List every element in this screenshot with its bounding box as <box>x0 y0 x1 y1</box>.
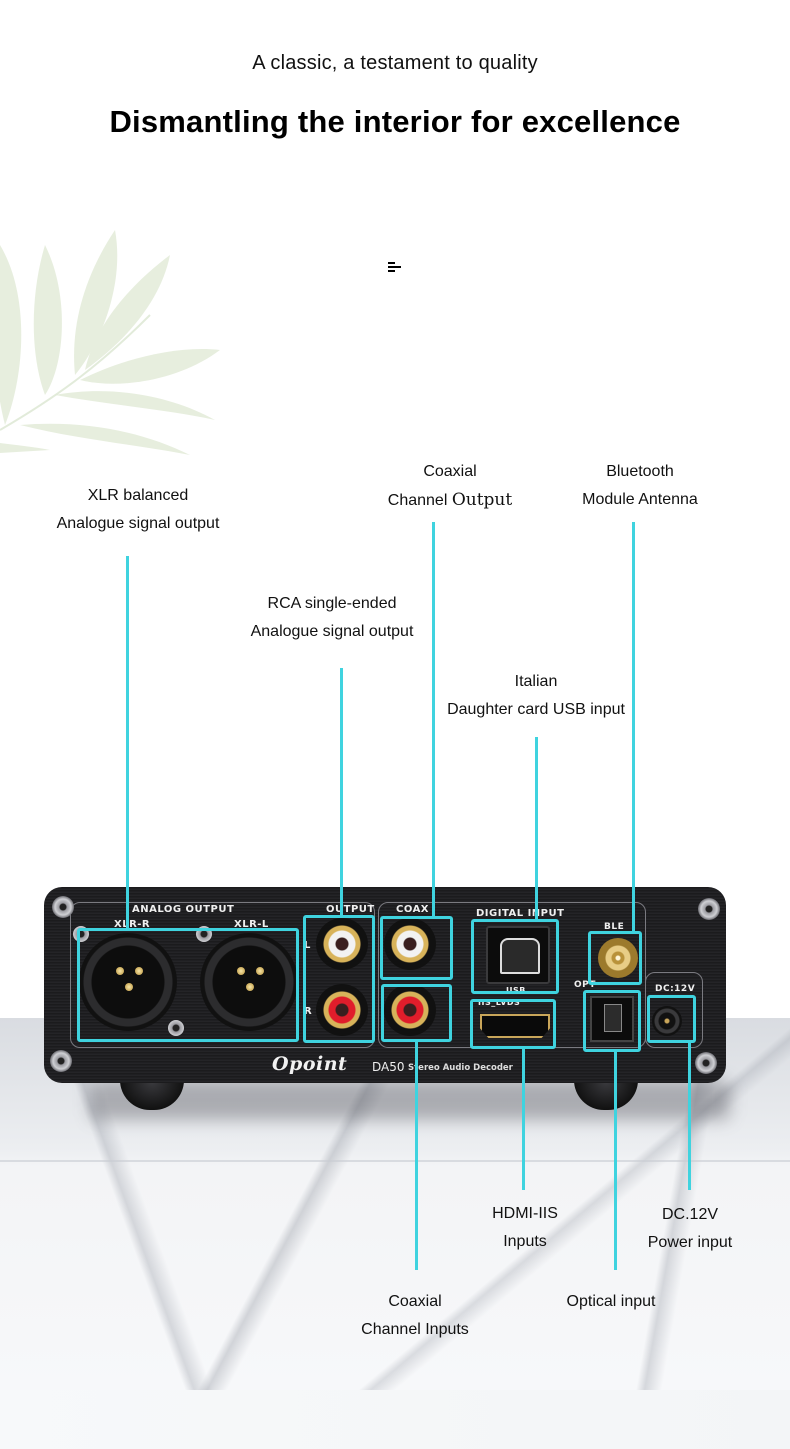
label-output: OUTPUT <box>326 904 375 915</box>
callout-xlr-line1: XLR balanced <box>87 487 189 504</box>
callout-bluetooth-line1: Bluetooth <box>606 463 674 480</box>
callout-dc-line2: Power input <box>647 1234 733 1251</box>
callout-box-usb <box>471 919 559 994</box>
callout-box-rca <box>303 915 375 1043</box>
xlr-pin <box>256 967 264 975</box>
label-xlr-r: XLR-R <box>114 919 151 930</box>
callout-coax-input-line1: Coaxial <box>388 1293 442 1310</box>
callout-coax-output-line1: Coaxial <box>423 463 477 480</box>
screw-icon <box>695 1052 717 1074</box>
callout-line-xlr <box>126 556 129 930</box>
callout-box-xlr <box>77 928 299 1042</box>
xlr-pin <box>116 967 124 975</box>
xlr-pin <box>135 967 143 975</box>
optical-port <box>590 996 634 1042</box>
label-analog-output: ANALOG OUTPUT <box>132 904 235 915</box>
bluetooth-antenna-connector <box>598 938 638 978</box>
callout-xlr-label: XLR balanced Analogue signal output <box>40 482 236 538</box>
callout-rca-line1: RCA single-ended <box>267 595 397 612</box>
xlr-r-connector <box>79 933 177 1031</box>
xlr-pin <box>246 983 254 991</box>
callout-coax-output-label: Coaxial Channel Output <box>372 458 528 515</box>
screw-icon <box>168 1020 184 1036</box>
callout-box-optical <box>583 990 641 1052</box>
callout-bluetooth-label: Bluetooth Module Antenna <box>565 458 715 514</box>
callout-line-optical <box>614 1050 617 1270</box>
label-xlr-l: XLR-L <box>234 919 269 930</box>
screw-icon <box>698 898 720 920</box>
callout-coax-output-line2: Channel Output <box>372 486 528 515</box>
callout-rca-line2: Analogue signal output <box>250 623 414 640</box>
menu-line <box>388 270 395 272</box>
xlr-pin <box>237 967 245 975</box>
callout-line-coax-output <box>432 522 435 918</box>
callout-coax-input-label: Coaxial Channel Inputs <box>340 1288 490 1344</box>
label-opt: OPT <box>574 980 596 990</box>
label-iis-lvds: IIS_LVDS <box>478 998 521 1007</box>
bottom-strip <box>0 1390 790 1449</box>
label-digital-input: DIGITAL INPUT <box>476 908 565 919</box>
callout-box-bluetooth <box>588 931 642 985</box>
label-coax: COAX <box>396 904 430 915</box>
callout-hdmi-line2: Inputs <box>503 1233 547 1250</box>
callout-optical-label: Optical input <box>540 1288 682 1316</box>
coax-output-jack <box>384 918 436 970</box>
menu-line <box>388 266 401 268</box>
model-name: DA50 <box>372 1060 405 1074</box>
callout-usb-label: Italian Daughter card USB input <box>434 668 638 724</box>
callout-line-bluetooth <box>632 522 635 933</box>
rca-output-l-jack <box>316 918 368 970</box>
callout-hdmi-label: HDMI-IIS Inputs <box>450 1200 600 1256</box>
label-output-r: R <box>304 1006 313 1017</box>
callout-text: Channel <box>387 492 452 509</box>
dc-power-jack <box>652 1006 682 1036</box>
callout-line-hdmi <box>522 1047 525 1190</box>
callout-coax-input-line2: Channel Inputs <box>361 1321 469 1338</box>
marble-edge <box>0 1160 790 1162</box>
section-title: Dismantling the interior for excellence <box>109 104 681 139</box>
dc-section-frame <box>645 972 703 1048</box>
callout-dc-label: DC.12V Power input <box>620 1201 760 1257</box>
label-output-l: L <box>304 940 311 951</box>
menu-lines-icon[interactable] <box>388 262 401 272</box>
callout-text: Output <box>451 490 513 510</box>
callout-xlr-line2: Analogue signal output <box>56 515 220 532</box>
callout-bluetooth-line2: Module Antenna <box>582 491 698 508</box>
callout-line-usb <box>535 737 538 921</box>
callout-optical-line1: Optical input <box>566 1293 656 1310</box>
callout-box-hdmi <box>470 999 556 1049</box>
usb-b-port <box>486 926 550 984</box>
callout-box-coax-input <box>381 984 452 1042</box>
decorative-leaf-graphic <box>0 230 220 455</box>
rca-output-r-jack <box>316 984 368 1036</box>
hdmi-iis-port <box>480 1014 550 1038</box>
callout-box-dc <box>647 995 696 1043</box>
menu-line <box>388 262 395 264</box>
section-subtitle: A classic, a testament to quality <box>252 52 538 74</box>
model-description: Stereo Audio Decoder <box>408 1063 513 1073</box>
xlr-l-connector <box>200 933 298 1031</box>
callout-box-coax-output <box>380 916 453 980</box>
callout-line-coax-input <box>415 1040 418 1270</box>
label-ble: BLE <box>604 922 625 932</box>
callout-hdmi-line1: HDMI-IIS <box>492 1205 558 1222</box>
coax-input-jack <box>384 984 436 1036</box>
callout-rca-label: RCA single-ended Analogue signal output <box>234 590 430 646</box>
xlr-pin <box>125 983 133 991</box>
brand-logo: Opoint <box>272 1053 348 1075</box>
callout-line-dc <box>688 1041 691 1190</box>
label-dc12v: DC:12V <box>655 984 696 994</box>
screw-icon <box>50 1050 72 1072</box>
label-usb: USB <box>506 986 526 995</box>
callout-line-rca <box>340 668 343 918</box>
callout-usb-line1: Italian <box>514 673 558 690</box>
callout-usb-line2: Daughter card USB input <box>447 701 625 718</box>
screw-icon <box>52 896 74 918</box>
callout-dc-line1: DC.12V <box>661 1206 719 1223</box>
